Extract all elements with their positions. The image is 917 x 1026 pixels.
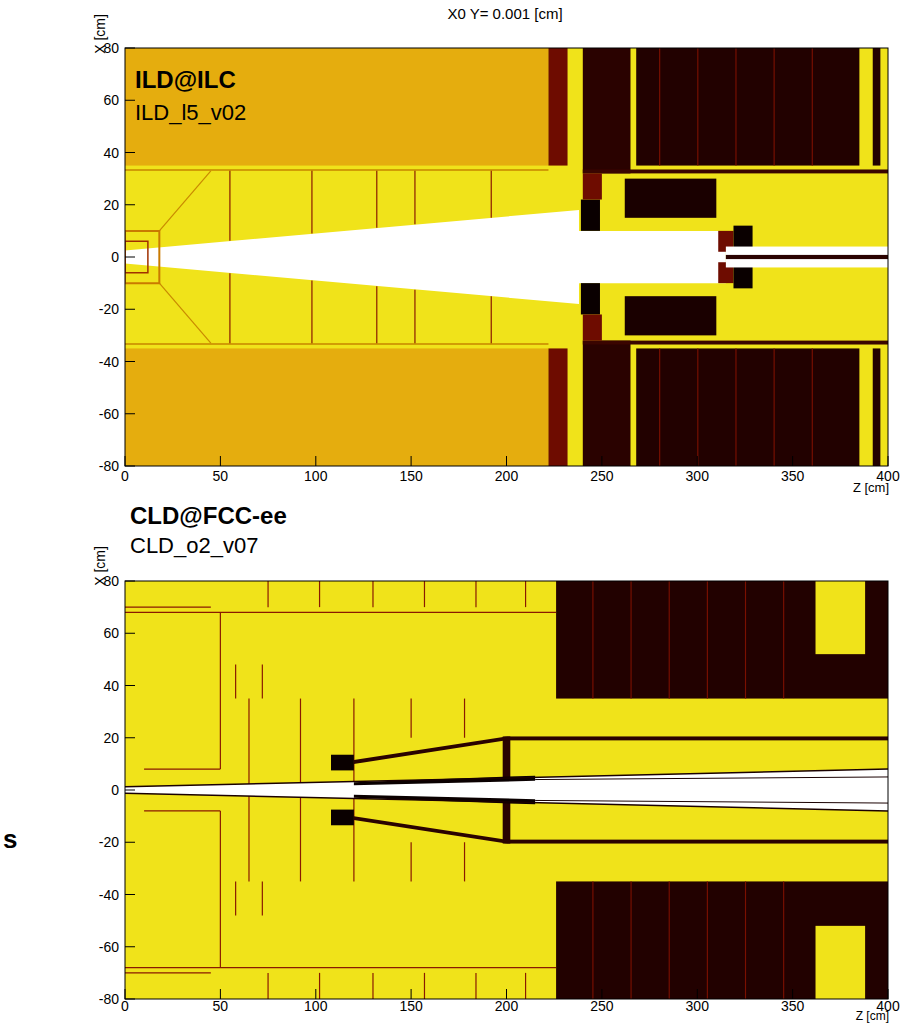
- tick-label: -60: [99, 939, 119, 955]
- tick-label: 0: [111, 249, 119, 265]
- tick-label: -20: [99, 834, 119, 850]
- detector-name: CLD@FCC-ee: [130, 502, 287, 530]
- axis-title: Z [cm]: [853, 481, 889, 496]
- tick-label: 40: [103, 677, 119, 693]
- tick-label: 80: [103, 573, 119, 589]
- cld-geometry: [125, 581, 888, 999]
- tick-label: -40: [99, 886, 119, 902]
- tick-label: 60: [103, 625, 119, 641]
- ild-geometry: [125, 48, 888, 466]
- model-name: ILD_l5_v02: [135, 100, 246, 125]
- tick-label: 0: [121, 468, 129, 484]
- tick-label: 200: [495, 998, 518, 1014]
- tick-label: -80: [99, 991, 119, 1007]
- cut-text: s: [3, 825, 17, 855]
- tick-label: 350: [781, 998, 804, 1014]
- tick-label: 150: [399, 998, 422, 1014]
- tick-label: 20: [103, 730, 119, 746]
- tick-label: -20: [99, 301, 119, 317]
- detector-name: ILD@ILC: [135, 66, 236, 94]
- tick-label: 50: [213, 998, 229, 1014]
- axis-title: Z [cm]: [856, 1010, 889, 1024]
- tick-label: 250: [590, 468, 613, 484]
- tick-label: 20: [103, 197, 119, 213]
- tick-label: 80: [103, 40, 119, 56]
- tick-label: -80: [99, 458, 119, 474]
- tick-label: 0: [121, 998, 129, 1014]
- tick-label: 100: [304, 998, 327, 1014]
- tick-label: 60: [103, 92, 119, 108]
- axis-ticks: [125, 48, 888, 999]
- tick-label: 0: [111, 782, 119, 798]
- model-name: CLD_o2_v07: [130, 533, 258, 558]
- tick-label: -60: [99, 406, 119, 422]
- tick-label: 350: [781, 468, 804, 484]
- plot-title: X0 Y= 0.001 [cm]: [447, 5, 562, 22]
- tick-label: 300: [686, 468, 709, 484]
- tick-label: 250: [590, 998, 613, 1014]
- tick-label: 40: [103, 144, 119, 160]
- tick-label: 200: [495, 468, 518, 484]
- tick-label: 50: [213, 468, 229, 484]
- tick-label: 300: [686, 998, 709, 1014]
- tick-label: 100: [304, 468, 327, 484]
- tick-label: 150: [399, 468, 422, 484]
- tick-label: -40: [99, 353, 119, 369]
